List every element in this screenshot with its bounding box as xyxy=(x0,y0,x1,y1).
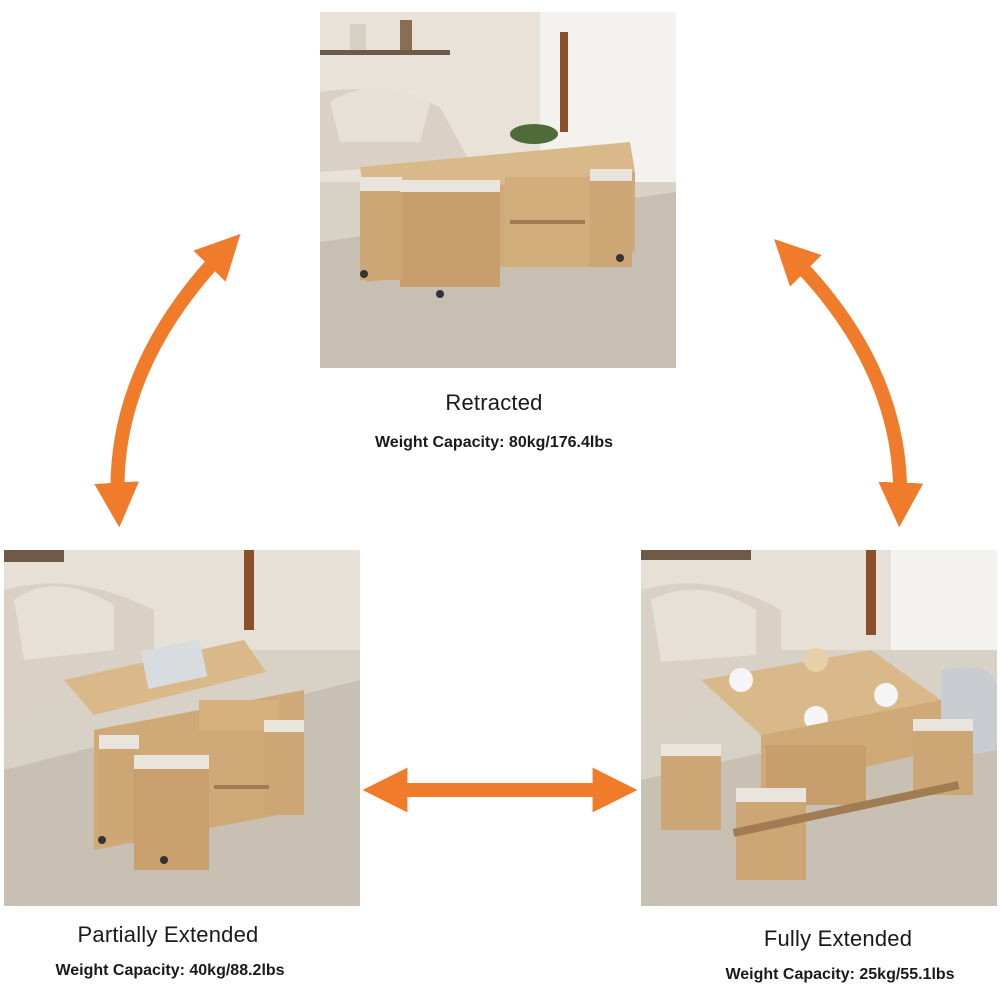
partially-extended-illustration xyxy=(4,550,360,906)
partially-extended-capacity: Weight Capacity: 40kg/88.2lbs xyxy=(55,962,285,979)
fully-extended-title: Fully Extended xyxy=(763,926,913,951)
arrow-retracted-full xyxy=(774,239,924,528)
retracted-capacity: Weight Capacity: 80kg/176.4lbs xyxy=(374,434,613,451)
partially-extended-title: Partially Extended xyxy=(77,922,259,947)
partially-extended-photo xyxy=(4,550,360,906)
retracted-title: Retracted xyxy=(445,390,543,415)
fully-extended-illustration xyxy=(641,550,997,906)
retracted-illustration xyxy=(320,12,676,368)
fully-extended-photo xyxy=(641,550,997,906)
arrow-retracted-partial xyxy=(94,233,241,528)
fully-extended-capacity: Weight Capacity: 25kg/55.1lbs xyxy=(725,966,955,983)
retracted-photo xyxy=(320,12,676,368)
